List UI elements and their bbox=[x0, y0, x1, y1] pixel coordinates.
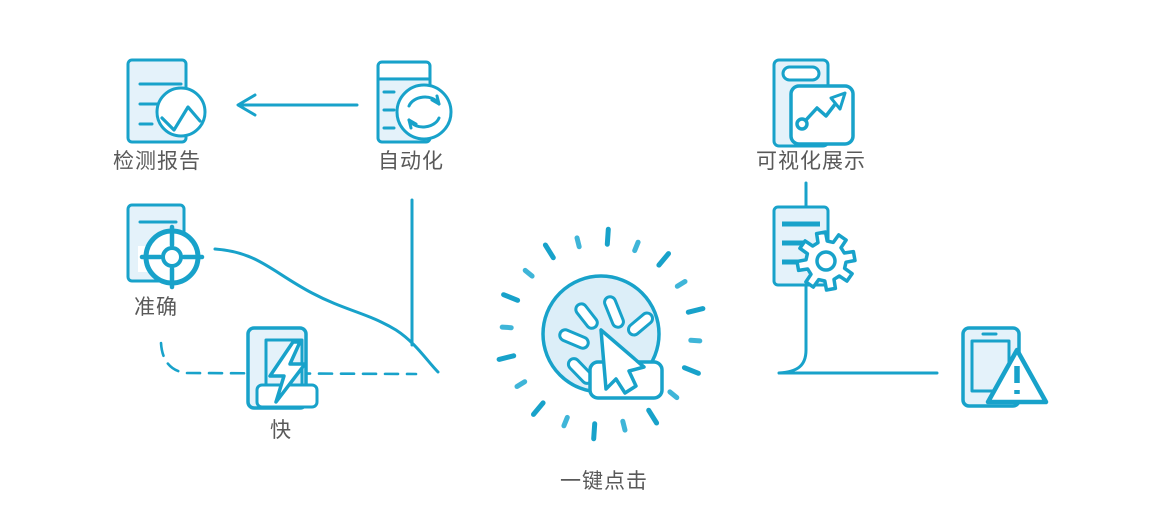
line-visualization-to-alert-device bbox=[777, 181, 939, 375]
warning-triangle-icon bbox=[985, 347, 1049, 405]
trend-arrow-icon bbox=[795, 91, 847, 131]
connections bbox=[159, 93, 939, 376]
sunburst-dash bbox=[591, 421, 598, 442]
label-report: 检测报告 bbox=[113, 149, 201, 173]
sunburst-dash bbox=[620, 418, 628, 433]
sunburst-dash bbox=[501, 292, 521, 303]
sunburst-dash bbox=[514, 379, 528, 389]
sunburst-dash bbox=[681, 365, 701, 376]
document-chart-icon bbox=[126, 58, 207, 144]
sync-arrows-icon bbox=[407, 94, 441, 130]
cursor-arrow-icon bbox=[599, 328, 646, 395]
document-target-icon bbox=[126, 203, 205, 290]
sunburst-dash bbox=[561, 414, 570, 429]
document-sync-icon bbox=[376, 60, 453, 144]
sunburst-dash bbox=[604, 226, 611, 247]
tablet-warning-icon bbox=[961, 326, 1049, 408]
sunburst-dash bbox=[531, 400, 546, 417]
sunburst-dash bbox=[574, 235, 582, 250]
sunburst-dash bbox=[656, 251, 671, 268]
document-gear-icon bbox=[772, 205, 857, 292]
click-spark-rays-icon bbox=[558, 295, 655, 385]
sunburst-dash bbox=[667, 389, 680, 401]
sunburst-dash bbox=[632, 239, 641, 254]
label-one-click: 一键点击 bbox=[560, 469, 648, 493]
sunburst-dash bbox=[685, 306, 706, 315]
dashed-line-accurate-to-center bbox=[159, 341, 418, 376]
crosshair-ticks-icon bbox=[139, 224, 205, 290]
sunburst-dash bbox=[688, 337, 703, 344]
arrowhead-icon bbox=[236, 93, 257, 117]
sunburst-dash bbox=[542, 242, 556, 261]
lightning-bolt-icon bbox=[268, 340, 307, 404]
label-fast: 快 bbox=[270, 418, 292, 442]
sunburst-dash bbox=[674, 279, 688, 289]
document-trend-icon bbox=[772, 58, 855, 148]
label-accurate: 准确 bbox=[134, 295, 178, 319]
sunburst-dash bbox=[496, 353, 517, 362]
label-automation: 自动化 bbox=[378, 149, 444, 173]
label-visualization: 可视化展示 bbox=[756, 149, 866, 173]
sunburst-dash bbox=[499, 324, 514, 331]
curve-accurate-to-center bbox=[213, 247, 440, 374]
sunburst-dash bbox=[522, 267, 535, 279]
phone-lightning-icon bbox=[246, 326, 319, 410]
sunburst-dash bbox=[646, 407, 660, 426]
cursor-click-icon bbox=[496, 226, 706, 442]
sunburst-dashes-icon bbox=[496, 226, 706, 442]
